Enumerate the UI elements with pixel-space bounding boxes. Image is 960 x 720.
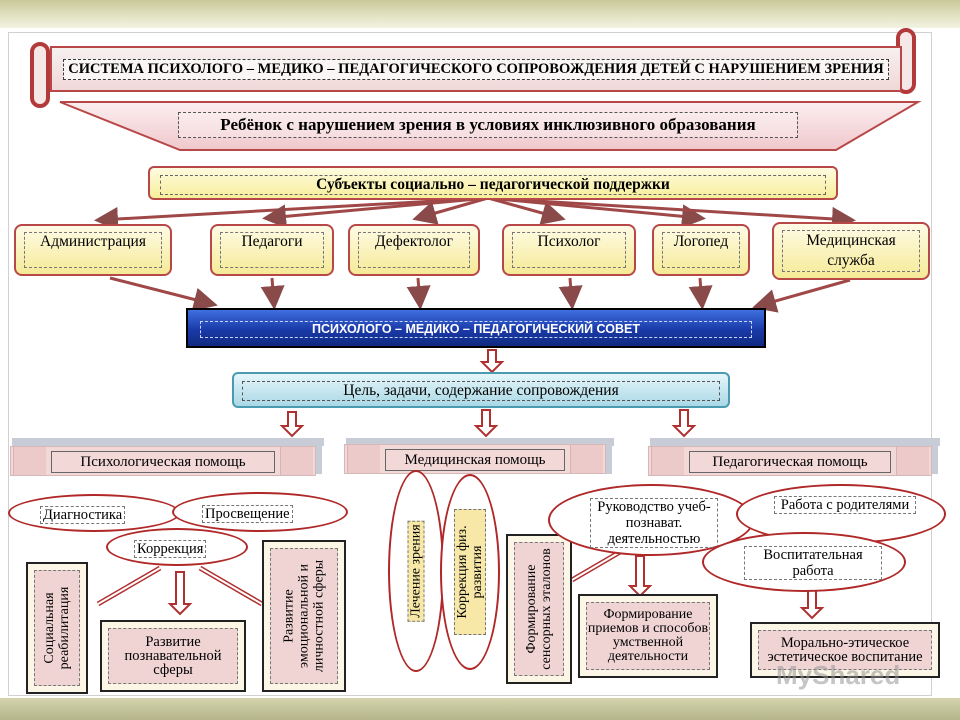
- box-moral-aesthetic: Морально-этическое эстетическое воспитан…: [750, 622, 940, 678]
- box-emotional-development: Развитие эмоциональной и личностной сфер…: [262, 540, 346, 692]
- specialist-defectologist: Дефектолог: [348, 224, 480, 276]
- top-band: [0, 0, 960, 28]
- box-cognitive-development: Развитие познавательной сферы: [100, 620, 246, 692]
- box-social-rehabilitation: Социальная реабилитация: [26, 562, 88, 694]
- title-banner: СИСТЕМА ПСИХОЛОГО – МЕДИКО – ПЕДАГОГИЧЕС…: [50, 46, 902, 92]
- section-medical: Медицинская помощь: [344, 444, 606, 474]
- child-funnel: [59, 101, 922, 151]
- oval-diagnostics: Диагностика: [8, 494, 180, 532]
- specialist-administration: Администрация: [14, 224, 172, 276]
- specialist-psychologist: Психолог: [502, 224, 636, 276]
- bottom-band: [0, 698, 960, 720]
- specialist-teachers: Педагоги: [210, 224, 334, 276]
- oval-physical-correction: Коррекция физ. развития: [440, 474, 500, 670]
- box-mental-methods: Формирование приемов и способов умственн…: [578, 594, 718, 678]
- oval-upbringing-work: Воспитательная работа: [702, 532, 906, 592]
- section-pedagogical: Педагогическая помощь: [648, 446, 932, 476]
- child-label: Ребёнок с нарушением зрения в условиях и…: [178, 112, 798, 138]
- goal-box: Цель, задачи, содержание сопровождения: [232, 372, 730, 408]
- down-arrows: [167, 349, 825, 620]
- box-sensory-standards: Формирование сенсорных эталонов: [506, 534, 572, 684]
- council-box: ПСИХОЛОГО – МЕДИКО – ПЕДАГОГИЧЕСКИЙ СОВЕ…: [186, 308, 766, 348]
- section-tabs: [12, 438, 940, 474]
- subjects-box: Субъекты социально – педагогической подд…: [148, 166, 838, 200]
- goal-label: Цель, задачи, содержание сопровождения: [242, 381, 720, 401]
- oval-vision-treatment: Лечение зрения: [388, 470, 444, 672]
- council-label: ПСИХОЛОГО – МЕДИКО – ПЕДАГОГИЧЕСКИЙ СОВЕ…: [200, 321, 752, 338]
- section-psychological: Психологическая помощь: [10, 446, 316, 476]
- subjects-label: Субъекты социально – педагогической подд…: [160, 175, 826, 195]
- oval-education: Просвещение: [172, 492, 348, 532]
- specialist-speech-therapist: Логопед: [652, 224, 750, 276]
- specialist-medical-service: Медицинская служба: [772, 222, 930, 280]
- scroll-curl-left: [30, 42, 50, 108]
- council-arrows: [109, 276, 851, 313]
- oval-correction: Коррекция: [106, 528, 248, 566]
- title-text: СИСТЕМА ПСИХОЛОГО – МЕДИКО – ПЕДАГОГИЧЕС…: [63, 58, 889, 80]
- slide-frame: [8, 32, 932, 696]
- fan-arrows: [94, 196, 856, 231]
- watermark: MyShared: [776, 660, 901, 690]
